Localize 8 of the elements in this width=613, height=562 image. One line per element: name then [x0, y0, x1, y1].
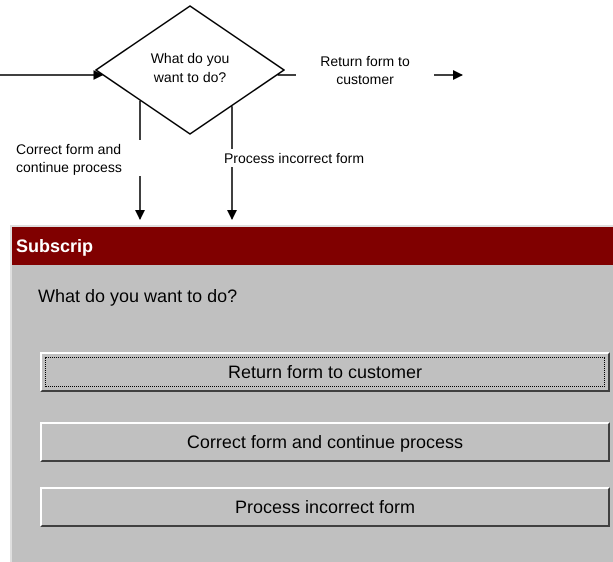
prompt-text: What do you want to do? — [38, 285, 238, 307]
dialog-button: Return form to customer — [40, 352, 610, 392]
dialog-window — [10, 225, 613, 562]
dialog-button: Correct form and continue process — [40, 422, 610, 462]
title-bar: Subscrip — [12, 227, 613, 265]
dialog-button: Process incorrect form — [40, 487, 610, 527]
decision-text: What do you want to do? — [150, 49, 230, 87]
arrow — [0, 70, 104, 80]
